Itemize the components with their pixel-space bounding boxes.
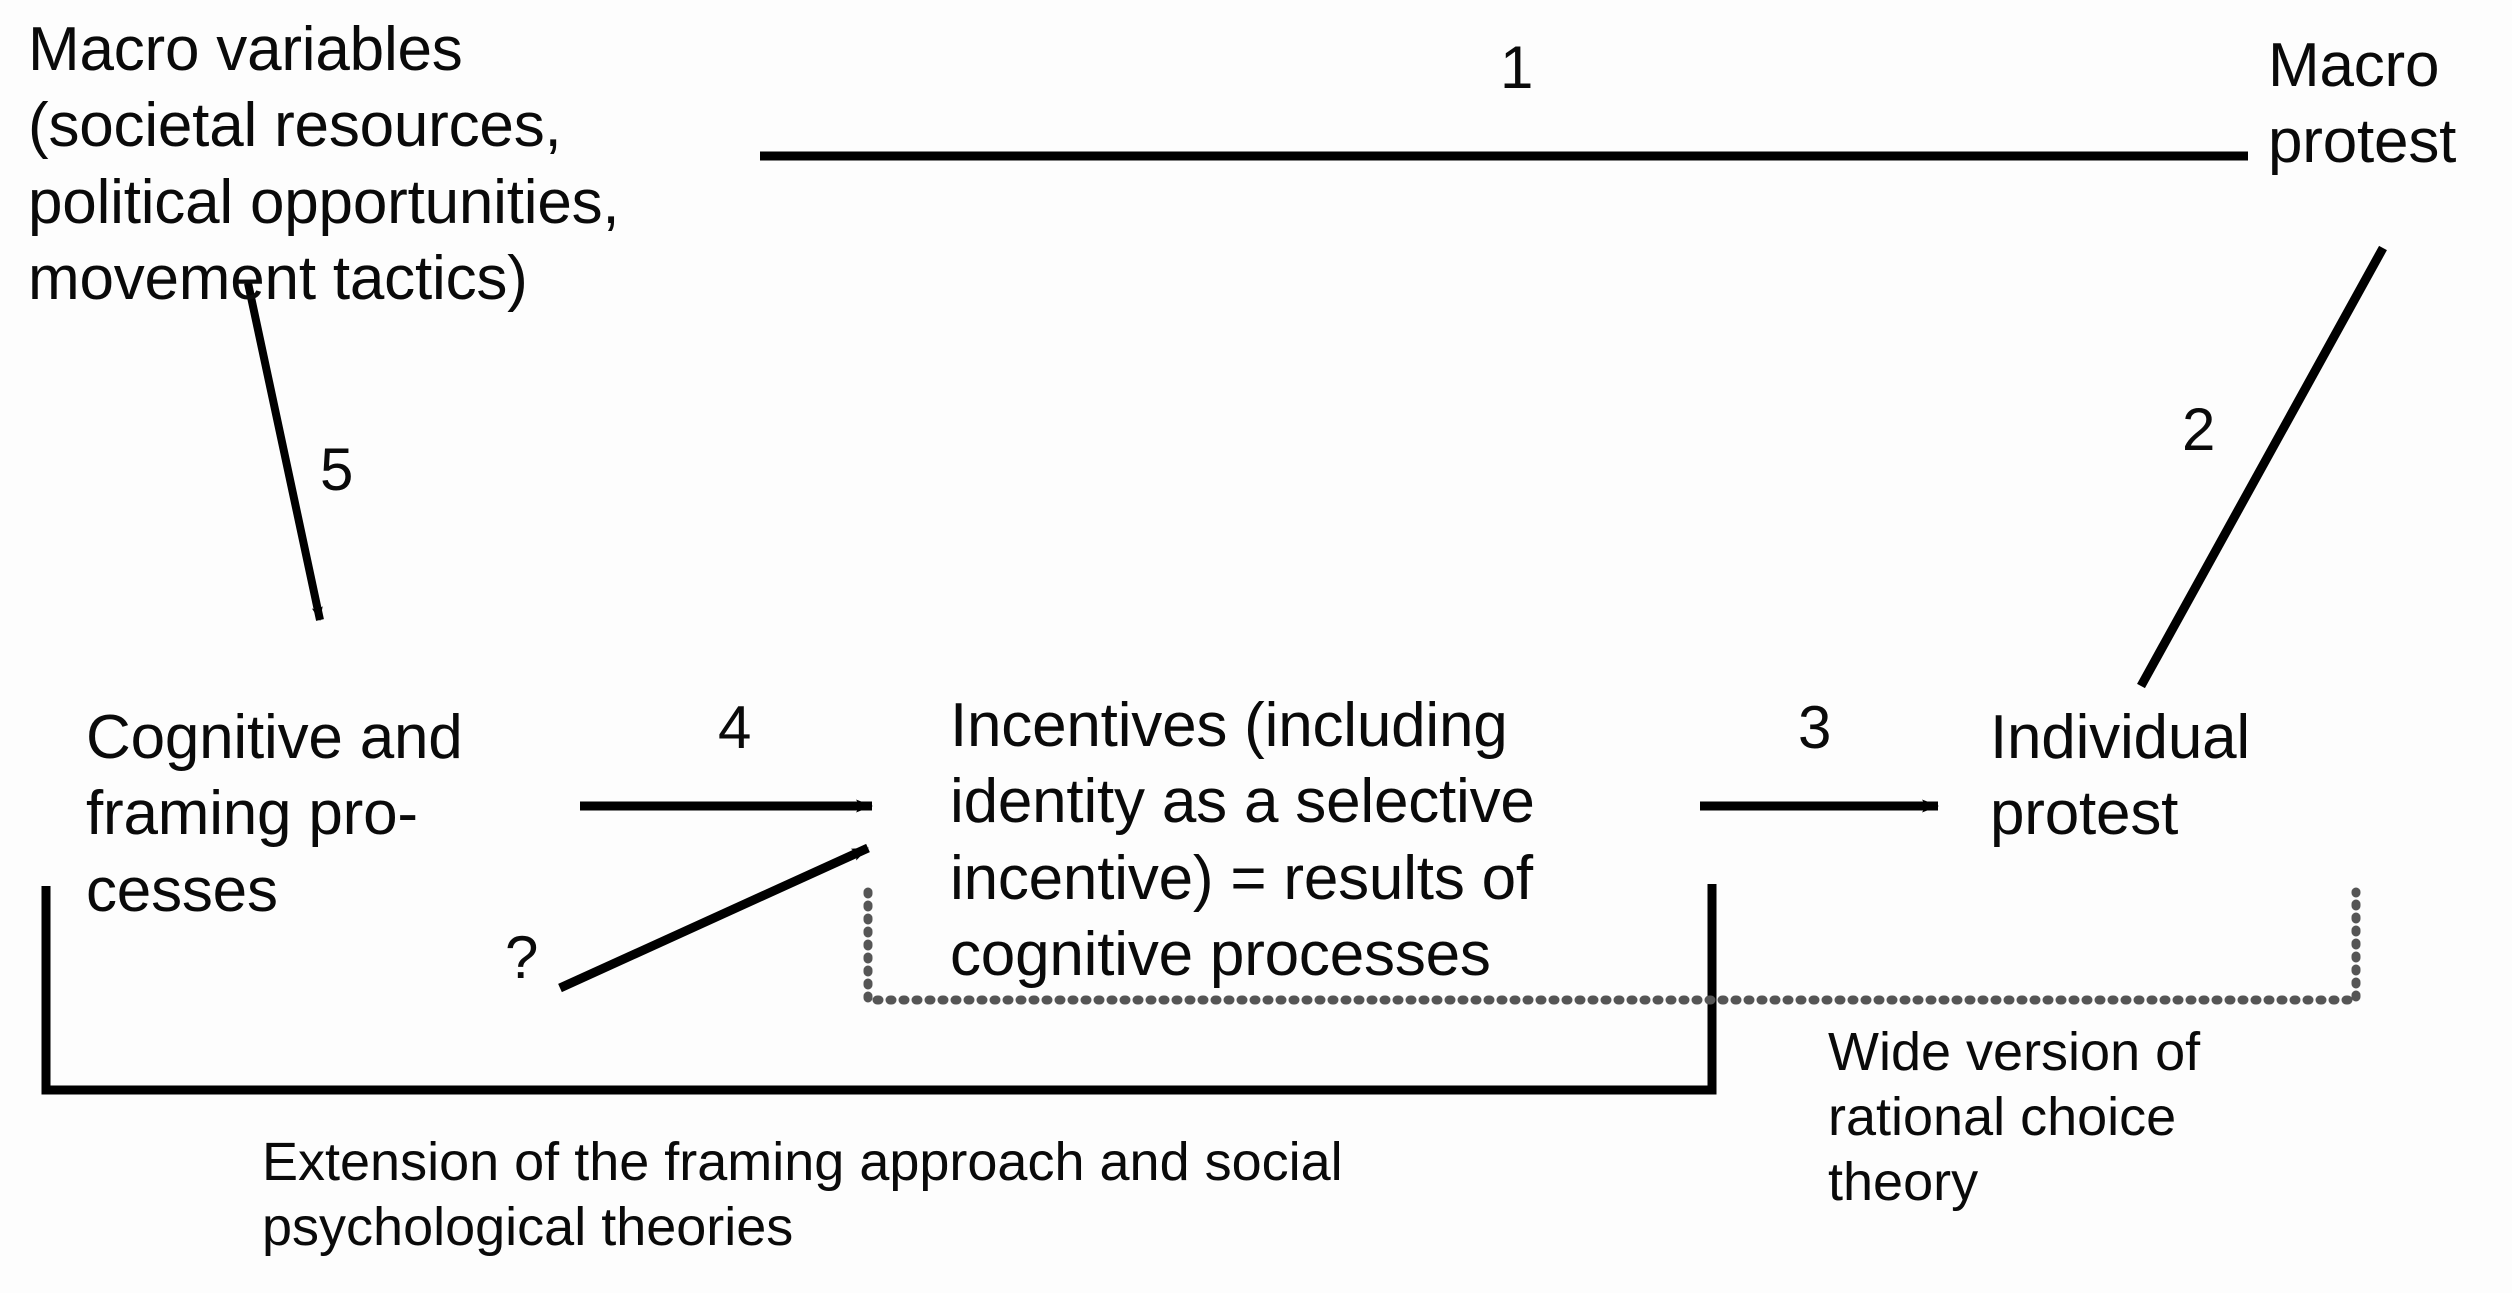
connector-5 [244, 282, 324, 621]
edge-label-5: 5 [320, 436, 354, 503]
bracket-caption-wide-version: Wide version of rational choice theory [1828, 1022, 2201, 1212]
edge-label-3: 3 [1798, 694, 1832, 761]
node-individual-protest: Individual protest [1990, 703, 2250, 849]
edge-label-question: ? [505, 924, 539, 991]
edge-label-4: 4 [718, 694, 752, 761]
connector-2 [2137, 245, 2387, 689]
node-macro-protest: Macro protest [2268, 31, 2457, 177]
bracket-caption-extension: Extension of the framing approach and so… [262, 1132, 1343, 1257]
node-cognitive-framing-processes: Cognitive and framing pro- cesses [86, 703, 463, 925]
node-macro-variables: Macro variables (societal resources, pol… [28, 15, 620, 313]
connector-question [558, 843, 870, 993]
edge-label-1: 1 [1500, 34, 1534, 101]
edge-label-2: 2 [2182, 396, 2216, 463]
node-incentives: Incentives (including identity as a sele… [950, 691, 1535, 989]
